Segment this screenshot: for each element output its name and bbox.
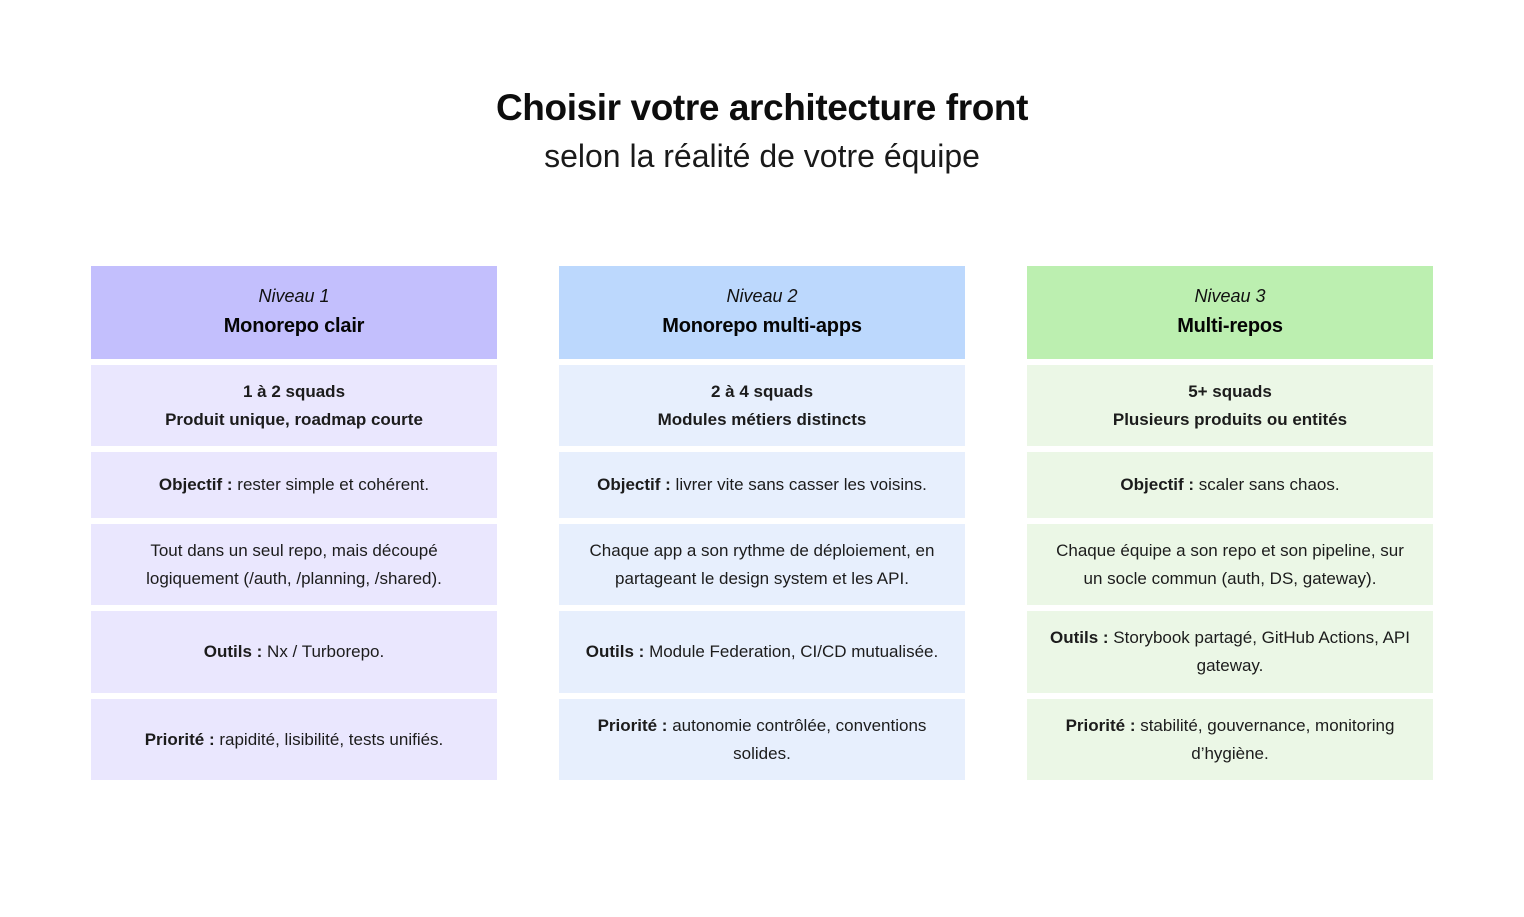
tools-text: Module Federation, CI/CD mutualisée. xyxy=(644,642,939,662)
description-text: Chaque équipe a son repo et son pipeline… xyxy=(1056,540,1404,588)
description-text: Chaque app a son rythme de déploiement, … xyxy=(589,540,935,588)
teams-line-2: Produit unique, roadmap courte xyxy=(165,409,423,429)
teams-line-2: Plusieurs produits ou entités xyxy=(1112,409,1348,429)
column-name-label: Multi-repos xyxy=(1177,314,1283,337)
column-level-label: Niveau 1 xyxy=(258,286,330,307)
objective-label: Objectif : xyxy=(1120,475,1195,495)
cell-objective: Objectif : livrer vite sans casser les v… xyxy=(559,452,965,518)
tools-label: Outils : xyxy=(1049,628,1109,648)
priority-label: Priorité : xyxy=(144,729,215,749)
teams-line-2: Modules métiers distincts xyxy=(657,409,867,429)
cell-teams: 1 à 2 squads Produit unique, roadmap cou… xyxy=(91,365,497,446)
cell-teams: 5+ squads Plusieurs produits ou entités xyxy=(1027,365,1433,446)
cell-description: Chaque app a son rythme de déploiement, … xyxy=(559,524,965,605)
column-name-label: Monorepo multi-apps xyxy=(662,314,862,337)
cell-priority: Priorité : rapidité, lisibilité, tests u… xyxy=(91,699,497,780)
objective-text: rester simple et cohérent. xyxy=(232,475,430,495)
cell-teams: 2 à 4 squads Modules métiers distincts xyxy=(559,365,965,446)
page-subtitle: selon la réalité de votre équipe xyxy=(544,137,980,174)
objective-label: Objectif : xyxy=(158,475,233,495)
priority-label: Priorité : xyxy=(1065,715,1136,735)
column-level-label: Niveau 2 xyxy=(726,286,798,307)
priority-text: rapidité, lisibilité, tests unifiés. xyxy=(214,729,444,749)
page-title: Choisir votre architecture front xyxy=(495,87,1029,128)
cell-tools: Outils : Storybook partagé, GitHub Actio… xyxy=(1027,611,1433,693)
cell-objective: Objectif : scaler sans chaos. xyxy=(1027,452,1433,518)
cell-objective: Objectif : rester simple et cohérent. xyxy=(91,452,497,518)
tools-text: Nx / Turborepo. xyxy=(262,642,385,662)
objective-text: livrer vite sans casser les voisins. xyxy=(670,475,927,495)
priority-text: stabilité, gouvernance, monitoring d’hyg… xyxy=(1135,715,1395,763)
cell-tools: Outils : Module Federation, CI/CD mutual… xyxy=(559,611,965,693)
teams-line-1: 2 à 4 squads xyxy=(710,381,814,401)
title-block: Choisir votre architecture front selon l… xyxy=(0,0,1524,176)
objective-text: scaler sans chaos. xyxy=(1194,475,1340,495)
description-text: Tout dans un seul repo, mais découpé log… xyxy=(146,540,442,588)
column-niveau-2: Niveau 2 Monorepo multi-apps 2 à 4 squad… xyxy=(559,266,965,780)
column-header-1: Niveau 1 Monorepo clair xyxy=(91,266,497,359)
tools-label: Outils : xyxy=(585,642,645,662)
tools-label: Outils : xyxy=(203,642,263,662)
teams-line-1: 1 à 2 squads xyxy=(242,381,346,401)
column-niveau-3: Niveau 3 Multi-repos 5+ squads Plusieurs… xyxy=(1027,266,1433,780)
column-level-label: Niveau 3 xyxy=(1194,286,1266,307)
cell-tools: Outils : Nx / Turborepo. xyxy=(91,611,497,693)
tools-text: Storybook partagé, GitHub Actions, API g… xyxy=(1108,628,1410,675)
column-niveau-1: Niveau 1 Monorepo clair 1 à 2 squads Pro… xyxy=(91,266,497,780)
priority-text: autonomie contrôlée, conventions solides… xyxy=(667,715,927,763)
cell-description: Tout dans un seul repo, mais découpé log… xyxy=(91,524,497,605)
priority-label: Priorité : xyxy=(597,715,668,735)
teams-line-1: 5+ squads xyxy=(1188,381,1272,401)
column-name-label: Monorepo clair xyxy=(223,314,365,337)
column-header-2: Niveau 2 Monorepo multi-apps xyxy=(559,266,965,359)
comparison-columns: Niveau 1 Monorepo clair 1 à 2 squads Pro… xyxy=(91,266,1433,780)
column-header-3: Niveau 3 Multi-repos xyxy=(1027,266,1433,359)
cell-priority: Priorité : autonomie contrôlée, conventi… xyxy=(559,699,965,780)
cell-description: Chaque équipe a son repo et son pipeline… xyxy=(1027,524,1433,605)
objective-label: Objectif : xyxy=(597,475,671,495)
cell-priority: Priorité : stabilité, gouvernance, monit… xyxy=(1027,699,1433,780)
